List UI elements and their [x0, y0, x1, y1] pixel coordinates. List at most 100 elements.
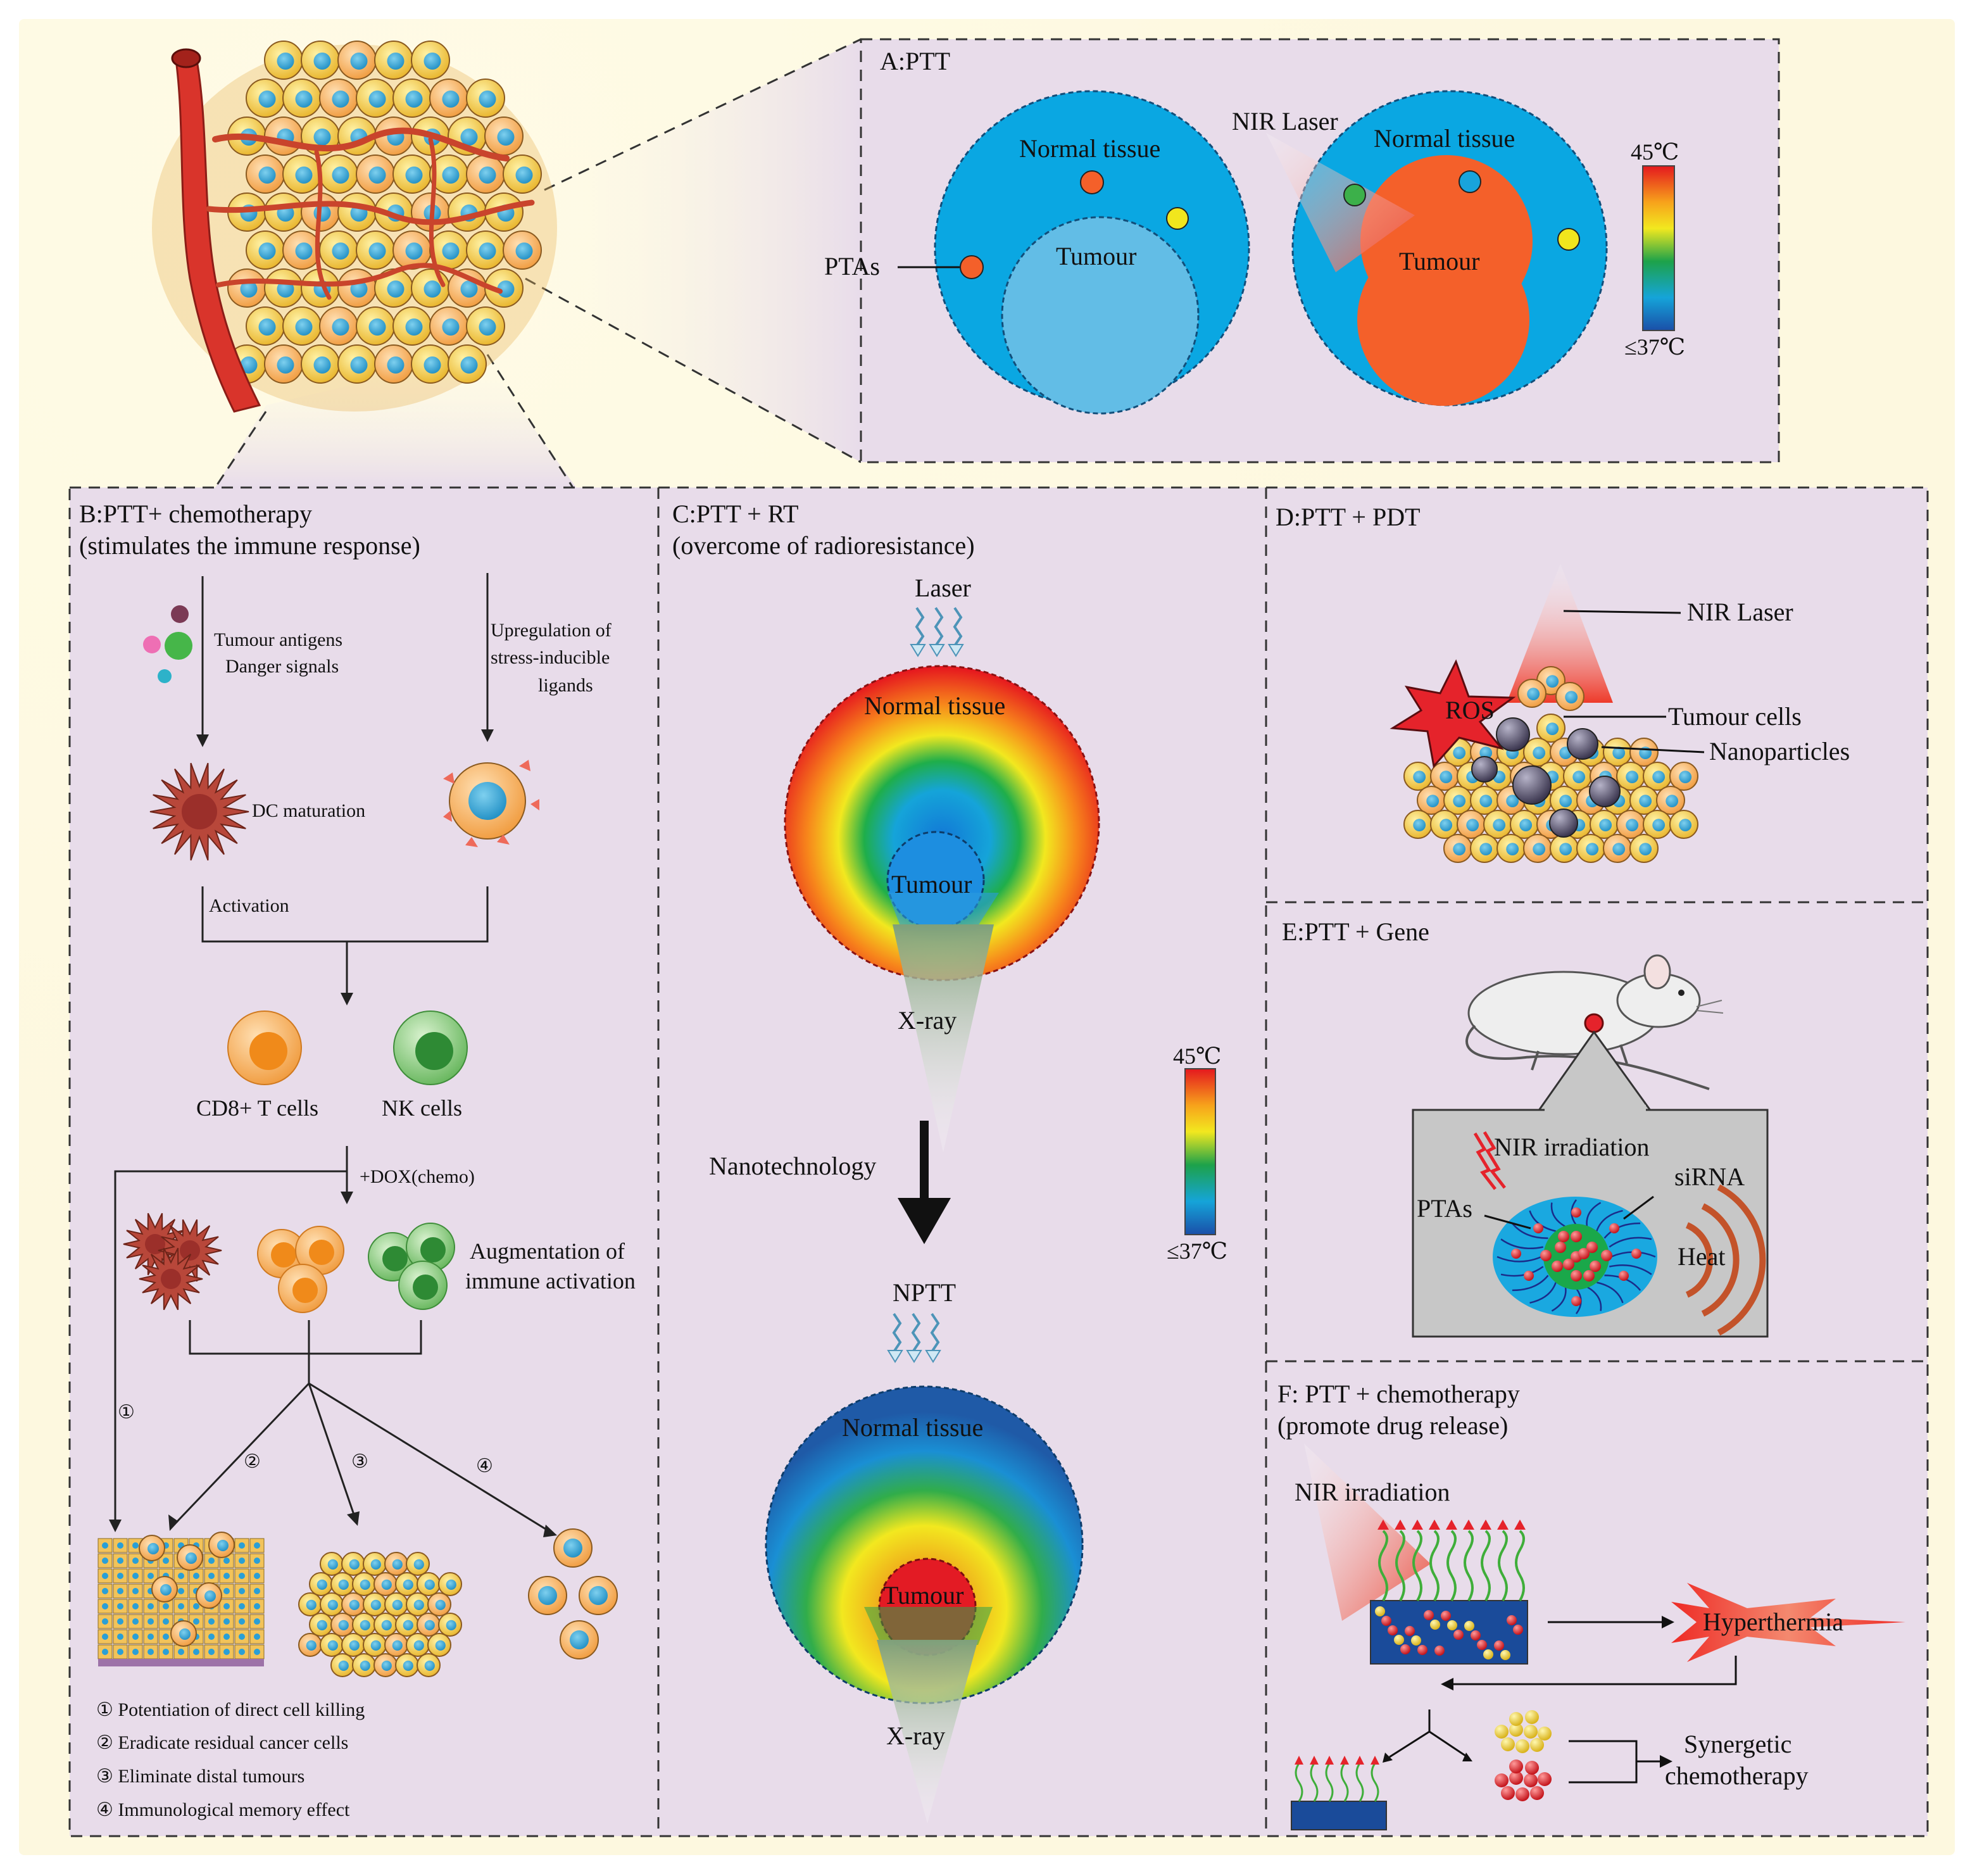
tissue-block-nucleus — [178, 1573, 184, 1579]
cell-nucleus — [360, 1620, 370, 1630]
nir-laser-pointer-d — [1563, 610, 1681, 614]
tissue-block-nucleus — [163, 1618, 169, 1625]
tissue-block-nucleus — [239, 1573, 245, 1579]
tumour-circle-1 — [1001, 216, 1200, 415]
heat-label: Heat — [1678, 1242, 1726, 1271]
tumour-label-c2: Tumour — [883, 1581, 963, 1609]
ptas-label: PTAs — [824, 252, 880, 280]
pta-bead — [1571, 1231, 1582, 1242]
nir-laser-label: NIR Laser — [1232, 107, 1338, 135]
cell-nucleus — [1679, 819, 1692, 831]
tissue-block-nucleus — [239, 1542, 245, 1549]
tumour-cells-label: Tumour cells — [1668, 702, 1802, 731]
cell-nucleus — [1440, 819, 1453, 831]
panel-e-title: E:PTT + Gene — [1282, 917, 1429, 946]
tissue-block-nucleus — [163, 1603, 169, 1609]
outcome-3: ③ Eliminate distal tumours — [96, 1766, 304, 1787]
cell-nucleus — [1612, 746, 1626, 759]
synergetic-label-1: Synergetic — [1684, 1730, 1791, 1758]
xray-entry-1 — [888, 893, 999, 931]
cell-nucleus — [515, 242, 533, 260]
cell-nucleus — [349, 1559, 360, 1570]
sirna-strand — [1586, 1286, 1602, 1311]
pathway-number-4: ④ — [476, 1456, 493, 1476]
panel-d: D:PTT + PDT NIR Laser ROS Tumour cells N… — [1276, 503, 1850, 863]
cell-nucleus — [515, 167, 533, 184]
ptas-pointer-e — [1484, 1214, 1531, 1230]
yellow-drug — [1524, 1725, 1538, 1739]
pta-particle-blue — [1459, 170, 1481, 193]
cell-nucleus — [1453, 795, 1466, 807]
cell-nucleus — [446, 1579, 456, 1590]
cell-nucleus — [368, 242, 386, 260]
tissue-block-nucleus — [132, 1603, 139, 1609]
ros-burst — [1390, 659, 1516, 769]
cell-nucleus — [1626, 771, 1639, 783]
nanoparticle — [1512, 765, 1552, 805]
yellow-drug — [1515, 1739, 1529, 1753]
cell-nucleus — [446, 1620, 456, 1630]
nanoparticle — [1496, 717, 1530, 752]
polymer-chain — [1446, 1530, 1457, 1602]
cell-nucleus — [1572, 771, 1586, 783]
panel-a: A:PTT Normal tissue Tumour PTAs Tumour N… — [824, 38, 1780, 463]
capillary-5 — [428, 137, 446, 287]
tissue-block-nucleus — [117, 1618, 123, 1625]
zoom-callout-join — [1545, 1105, 1646, 1112]
cell-nucleus — [1652, 819, 1666, 831]
tissue-block-nucleus — [147, 1618, 154, 1625]
nir-zigzag-1 — [1473, 1132, 1496, 1190]
wave-head — [925, 1350, 941, 1363]
cell-nucleus — [442, 167, 460, 184]
cell-nucleus — [423, 356, 441, 374]
nanoparticle — [1471, 756, 1498, 783]
red-drug — [1495, 1773, 1509, 1787]
tumour-cell-heap — [1403, 666, 1698, 863]
sirna-strand — [1550, 1202, 1566, 1228]
cell-nucleus — [1493, 819, 1506, 831]
tissue-block-nucleus — [178, 1649, 184, 1655]
tissue-block-nucleus — [147, 1603, 154, 1609]
wave-line — [911, 1313, 921, 1353]
pta-bead-outer — [1533, 1223, 1543, 1233]
cell-nucleus — [349, 1640, 360, 1651]
matrix-bead — [1381, 1616, 1391, 1626]
outcome-4: ④ Immunological memory effect — [96, 1799, 350, 1820]
tissue-block-nucleus — [178, 1603, 184, 1609]
zoom-line-a-top — [544, 38, 862, 191]
cell-nucleus — [338, 1660, 349, 1671]
nanoparticle — [1589, 776, 1621, 807]
polymer-chain — [1464, 1530, 1474, 1602]
sirna-strand — [1586, 1202, 1602, 1227]
branch-3 — [308, 1383, 356, 1517]
pathway-number-1: ① — [118, 1402, 135, 1423]
cell-nucleus — [381, 1579, 392, 1590]
cell-nucleus — [1466, 819, 1479, 831]
tissue-block-nucleus — [102, 1603, 108, 1609]
tissue-block-nucleus — [117, 1649, 123, 1655]
tumour-antigens-label: Tumour antigens — [214, 629, 342, 650]
thermoresponsive-chains — [1377, 1520, 1526, 1602]
cell-nucleus — [442, 91, 460, 108]
chain-tip — [1412, 1520, 1423, 1530]
dc-nucleus — [180, 1240, 200, 1261]
matrix-bead — [1471, 1630, 1481, 1640]
cell-nucleus — [160, 1584, 172, 1596]
tissue-block-nucleus — [223, 1634, 230, 1640]
cell-nucleus — [1506, 843, 1519, 855]
nir-laser-cone-d — [1507, 563, 1613, 703]
arrow-head-3 — [341, 993, 353, 1005]
arrow-head-6 — [168, 1514, 179, 1531]
cell-nucleus — [1652, 771, 1666, 783]
heat-waves — [1685, 1184, 1766, 1336]
chain-tip — [1377, 1520, 1389, 1530]
wave-line — [953, 607, 963, 647]
sirna-pointer — [1623, 1195, 1654, 1220]
zoom-fan-b — [215, 355, 576, 488]
panel-c-title: C:PTT + RT — [672, 500, 798, 528]
tissue-basement — [98, 1659, 264, 1666]
matrix-bead — [1500, 1650, 1510, 1660]
nk-label: NK cells — [382, 1095, 462, 1121]
normal-tissue-label-1: Normal tissue — [1019, 134, 1160, 163]
pta-bead-outer — [1571, 1207, 1581, 1218]
